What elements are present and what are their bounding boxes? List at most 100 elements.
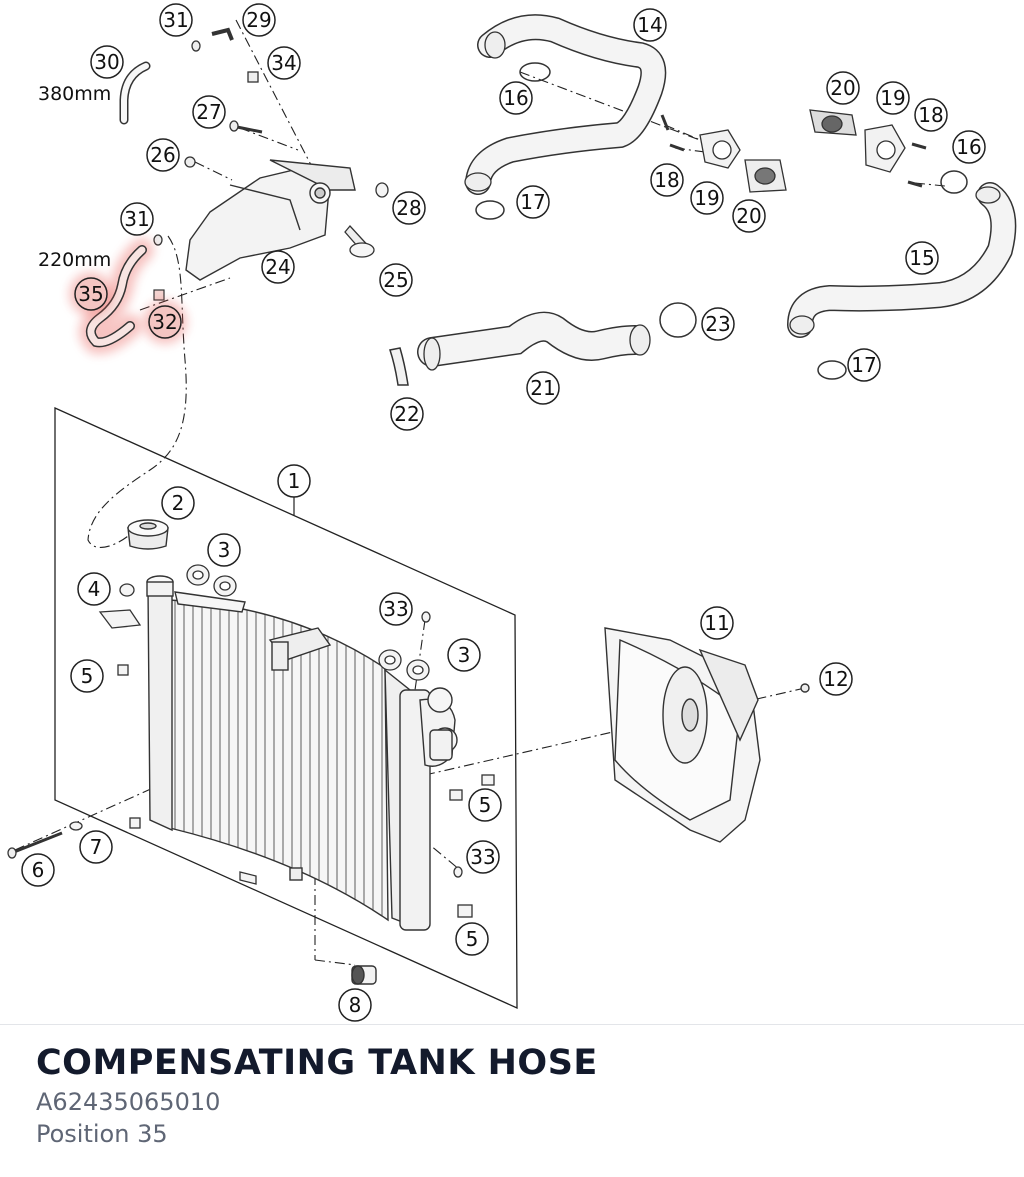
callout[interactable]: 1	[277, 464, 311, 498]
callout[interactable]: 24	[261, 250, 295, 284]
svg-text:11: 11	[704, 611, 729, 635]
hose-21	[417, 311, 651, 371]
svg-text:5: 5	[81, 664, 94, 688]
callout[interactable]: 4	[77, 572, 111, 606]
svg-text:33: 33	[470, 845, 495, 869]
svg-text:26: 26	[150, 143, 175, 167]
svg-text:22: 22	[394, 402, 419, 426]
svg-text:31: 31	[124, 207, 149, 231]
callout[interactable]: 5	[468, 788, 502, 822]
svg-text:3: 3	[458, 643, 471, 667]
fan-shroud	[604, 627, 810, 843]
dimension-label: 380mm	[38, 83, 111, 105]
svg-text:30: 30	[94, 50, 119, 74]
part-position: Position 35	[36, 1120, 168, 1148]
callout[interactable]: 7	[79, 830, 113, 864]
callout[interactable]: 16	[952, 130, 986, 164]
callout[interactable]: 20	[826, 71, 860, 105]
callout[interactable]: 25	[379, 263, 413, 297]
callout[interactable]: 2	[161, 486, 195, 520]
svg-text:5: 5	[479, 793, 492, 817]
svg-text:15: 15	[909, 246, 934, 270]
svg-text:27: 27	[196, 100, 221, 124]
compensating-tank	[185, 159, 356, 281]
radiator-cap	[127, 519, 169, 550]
callout[interactable]: 26	[146, 138, 180, 172]
svg-text:19: 19	[880, 86, 905, 110]
callout[interactable]: 16	[499, 81, 533, 115]
svg-text:28: 28	[396, 196, 421, 220]
svg-text:14: 14	[637, 13, 662, 37]
compensating-tank-hose-highlight	[78, 238, 165, 355]
svg-text:29: 29	[246, 8, 271, 32]
radiator	[146, 575, 458, 931]
callout[interactable]: 8	[338, 988, 372, 1022]
callout[interactable]: 17	[847, 348, 881, 382]
thermostat-parts	[660, 109, 927, 193]
callout[interactable]: 14	[633, 8, 667, 42]
svg-text:3: 3	[218, 538, 231, 562]
svg-text:35: 35	[78, 282, 103, 306]
part-info: COMPENSATING TANK HOSE A62435065010 Posi…	[36, 1040, 598, 1150]
callout[interactable]: 31	[120, 202, 154, 236]
small-parts	[69, 564, 495, 918]
callout[interactable]: 5	[70, 659, 104, 693]
assembly-frame	[54, 406, 518, 1010]
svg-text:16: 16	[503, 86, 528, 110]
callout[interactable]: 5	[455, 922, 489, 956]
callout[interactable]: 18	[650, 163, 684, 197]
callouts: 31 29 30 34 27 26 28 31 24 25 35 32 14 1…	[21, 3, 986, 1022]
hose-14	[464, 14, 667, 195]
svg-text:8: 8	[349, 993, 362, 1017]
callout[interactable]: 6	[21, 853, 55, 887]
callout[interactable]: 31	[159, 3, 193, 37]
svg-text:24: 24	[265, 255, 290, 279]
svg-text:33: 33	[383, 597, 408, 621]
hose-clamps	[389, 62, 968, 386]
svg-text:20: 20	[830, 76, 855, 100]
callout[interactable]: 20	[732, 199, 766, 233]
svg-text:18: 18	[654, 168, 679, 192]
callout-highlighted[interactable]: 35	[69, 272, 113, 316]
divider	[0, 1024, 1024, 1025]
tank-small-parts	[184, 120, 389, 258]
callout[interactable]: 19	[690, 181, 724, 215]
svg-text:21: 21	[530, 376, 555, 400]
callout[interactable]: 18	[914, 98, 948, 132]
svg-text:5: 5	[466, 927, 479, 951]
callout[interactable]: 33	[379, 592, 413, 626]
svg-text:19: 19	[694, 186, 719, 210]
dimension-label: 220mm	[38, 249, 111, 271]
callout[interactable]: 12	[819, 662, 853, 696]
svg-text:6: 6	[32, 858, 45, 882]
callout[interactable]: 28	[392, 191, 426, 225]
bolt-6	[7, 831, 63, 859]
tank-hoses	[119, 27, 259, 246]
part-title: COMPENSATING TANK HOSE	[36, 1043, 598, 1083]
callout[interactable]: 19	[876, 81, 910, 115]
callout[interactable]: 22	[390, 397, 424, 431]
callout[interactable]: 33	[466, 840, 500, 874]
callout[interactable]: 34	[267, 46, 301, 80]
svg-text:17: 17	[851, 353, 876, 377]
callout[interactable]: 21	[526, 371, 560, 405]
callout[interactable]: 23	[701, 307, 735, 341]
svg-text:18: 18	[918, 103, 943, 127]
callout[interactable]: 11	[700, 606, 734, 640]
svg-text:7: 7	[90, 835, 103, 859]
callout[interactable]: 27	[192, 95, 226, 129]
svg-text:16: 16	[956, 135, 981, 159]
rubber-mount	[351, 965, 377, 985]
callout[interactable]: 29	[242, 3, 276, 37]
svg-text:25: 25	[383, 268, 408, 292]
callout-highlighted[interactable]: 32	[143, 300, 187, 344]
callout[interactable]: 30	[90, 45, 124, 79]
callout[interactable]: 3	[207, 533, 241, 567]
callout[interactable]: 17	[516, 185, 550, 219]
callout[interactable]: 3	[447, 638, 481, 672]
svg-text:23: 23	[705, 312, 730, 336]
svg-text:12: 12	[823, 667, 848, 691]
part-number: A62435065010	[36, 1088, 221, 1116]
callout[interactable]: 15	[905, 241, 939, 275]
svg-text:31: 31	[163, 8, 188, 32]
